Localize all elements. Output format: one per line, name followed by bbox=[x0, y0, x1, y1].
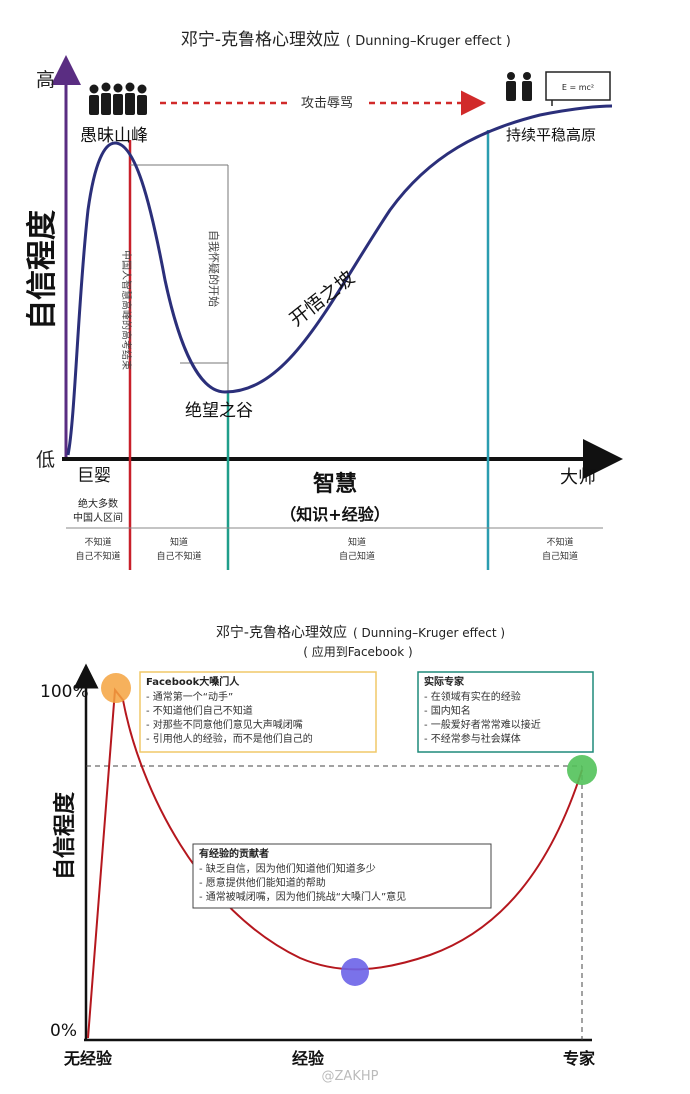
y-100-label: 100% bbox=[40, 682, 89, 702]
svg-text:- 一般爱好者常常难以接近: - 一般爱好者常常难以接近 bbox=[424, 718, 541, 731]
band-2-line2: 自己不知道 bbox=[156, 550, 201, 562]
valley-label: 绝望之谷 bbox=[185, 401, 253, 421]
x-end-label: 大师 bbox=[560, 467, 596, 488]
rotated-left-note: 中国人智慧高峰的高考结束 bbox=[120, 250, 133, 370]
under-start-line2: 中国人区间 bbox=[73, 511, 123, 524]
svg-text:- 不知道他们自己不知道: - 不知道他们自己不知道 bbox=[146, 704, 253, 717]
fb-item-1: 通常第一个“动手” bbox=[153, 690, 233, 703]
fb-item-2: 不知道他们自己不知道 bbox=[153, 704, 253, 717]
expert-item-4: 不经常参与社会媒体 bbox=[431, 732, 521, 745]
arrow-label-bg bbox=[288, 94, 366, 110]
arrow-label: 攻击辱骂 bbox=[301, 96, 353, 111]
bottom-chart: 邓宁-克鲁格心理效应 ( Dunning–Kruger effect ) ( 应… bbox=[40, 624, 597, 1084]
y-0-label: 0% bbox=[50, 1021, 77, 1041]
svg-text:- 通常第一个“动手”: - 通常第一个“动手” bbox=[146, 690, 233, 703]
plateau-label: 持续平稳高原 bbox=[506, 126, 596, 144]
expert-item-3: 一般爱好者常常难以接近 bbox=[431, 718, 541, 731]
svg-text:- 缺乏自信，因为他们知道他们知道多少: - 缺乏自信，因为他们知道他们知道多少 bbox=[199, 862, 376, 875]
expert-box: 实际专家 - 在领域有实在的经验 - 国内知名 - 一般爱好者常常难以接近 - … bbox=[417, 671, 594, 753]
x-noexp-label: 无经验 bbox=[63, 1049, 113, 1068]
facebook-loudmouth-box: Facebook大嗓门人 - 通常第一个“动手” - 不知道他们自己不知道 - … bbox=[139, 671, 377, 753]
band-4-line1: 不知道 bbox=[546, 536, 573, 548]
rotated-mid-note: 自我怀疑的开始 bbox=[207, 230, 221, 307]
contributor-marker bbox=[341, 958, 369, 986]
mid-item-2: 愿意提供他们能知道的帮助 bbox=[206, 876, 326, 889]
knowledge-bands: 不知道 自己不知道 知道 自己不知道 知道 自己知道 不知道 自己知道 bbox=[75, 536, 578, 562]
x-exp-label: 经验 bbox=[292, 1049, 325, 1068]
mid-box-title: 有经验的贡献者 bbox=[199, 847, 269, 860]
mid-item-1: 缺乏自信，因为他们知道他们知道多少 bbox=[206, 862, 376, 875]
fb-item-4: 引用他人的经验，而不是他们自己的 bbox=[153, 732, 313, 745]
crowd-people-icon bbox=[89, 82, 147, 115]
svg-text:- 愿意提供他们能知道的帮助: - 愿意提供他们能知道的帮助 bbox=[199, 876, 326, 889]
svg-text:- 国内知名: - 国内知名 bbox=[424, 704, 471, 717]
expert-item-1: 在领域有实在的经验 bbox=[431, 690, 521, 703]
x-expert-label: 专家 bbox=[563, 1049, 596, 1068]
under-start-line1: 绝大多数 bbox=[78, 497, 118, 510]
bottom-y-axis-label: 自信程度 bbox=[52, 791, 78, 880]
slope-label: 开悟之坡 bbox=[286, 267, 359, 331]
band-3-line2: 自己知道 bbox=[339, 550, 375, 562]
bottom-subtitle: ( 应用到Facebook ) bbox=[303, 644, 412, 659]
contributor-box: 有经验的贡献者 - 缺乏自信，因为他们知道他们知道多少 - 愿意提供他们能知道的… bbox=[192, 843, 492, 909]
mid-item-3: 通常被喊闭嘴，因为他们挑战“大嗓门人”意见 bbox=[206, 890, 406, 903]
svg-text:- 对那些不同意他们意见大声喊闭嘴: - 对那些不同意他们意见大声喊闭嘴 bbox=[146, 718, 303, 731]
band-1-line1: 不知道 bbox=[84, 536, 111, 548]
svg-text:- 引用他人的经验，而不是他们自己的: - 引用他人的经验，而不是他们自己的 bbox=[146, 732, 313, 745]
expert-marker bbox=[567, 755, 597, 785]
svg-text:- 在领域有实在的经验: - 在领域有实在的经验 bbox=[424, 690, 521, 703]
top-title-en: ( Dunning–Kruger effect ) bbox=[346, 34, 511, 49]
top-chart: 邓宁-克鲁格心理效应 ( Dunning–Kruger effect ) 高 低… bbox=[25, 30, 623, 570]
svg-text:- 不经常参与社会媒体: - 不经常参与社会媒体 bbox=[424, 732, 521, 745]
band-4-line2: 自己知道 bbox=[542, 550, 578, 562]
band-3-line1: 知道 bbox=[348, 536, 366, 548]
blackboard-icon: E = mc² bbox=[545, 71, 611, 106]
expert-box-title: 实际专家 bbox=[424, 675, 465, 688]
peak-label: 愚昧山峰 bbox=[80, 126, 148, 146]
watermark: @ZAKHP bbox=[322, 1069, 379, 1084]
x-start-label: 巨婴 bbox=[77, 466, 111, 486]
top-y-axis-label: 自信程度 bbox=[25, 210, 60, 330]
band-1-line2: 自己不知道 bbox=[75, 550, 120, 562]
loudmouth-marker bbox=[101, 673, 131, 703]
x-mid-label: 智慧 bbox=[313, 471, 357, 497]
fb-item-3: 对那些不同意他们意见大声喊闭嘴 bbox=[153, 718, 303, 731]
svg-text:- 通常被喊闭嘴，因为他们挑战“大嗓门人”意见: - 通常被喊闭嘴，因为他们挑战“大嗓门人”意见 bbox=[199, 890, 406, 903]
bottom-title-en: ( Dunning–Kruger effect ) bbox=[353, 626, 505, 640]
bottom-title: 邓宁-克鲁格心理效应 bbox=[216, 624, 347, 641]
bottom-confidence-curve bbox=[87, 687, 583, 1039]
y-low-label: 低 bbox=[36, 449, 55, 471]
top-title: 邓宁-克鲁格心理效应 bbox=[181, 30, 340, 50]
y-high-label: 高 bbox=[36, 69, 55, 91]
confidence-curve bbox=[66, 104, 613, 456]
band-2-line1: 知道 bbox=[170, 536, 188, 548]
x-mid-sublabel: （知识+经验） bbox=[280, 505, 389, 524]
experts-people-icon bbox=[506, 72, 532, 101]
fb-box-title: Facebook大嗓门人 bbox=[146, 675, 240, 688]
expert-item-2: 国内知名 bbox=[431, 704, 471, 717]
board-text: E = mc² bbox=[562, 83, 594, 92]
